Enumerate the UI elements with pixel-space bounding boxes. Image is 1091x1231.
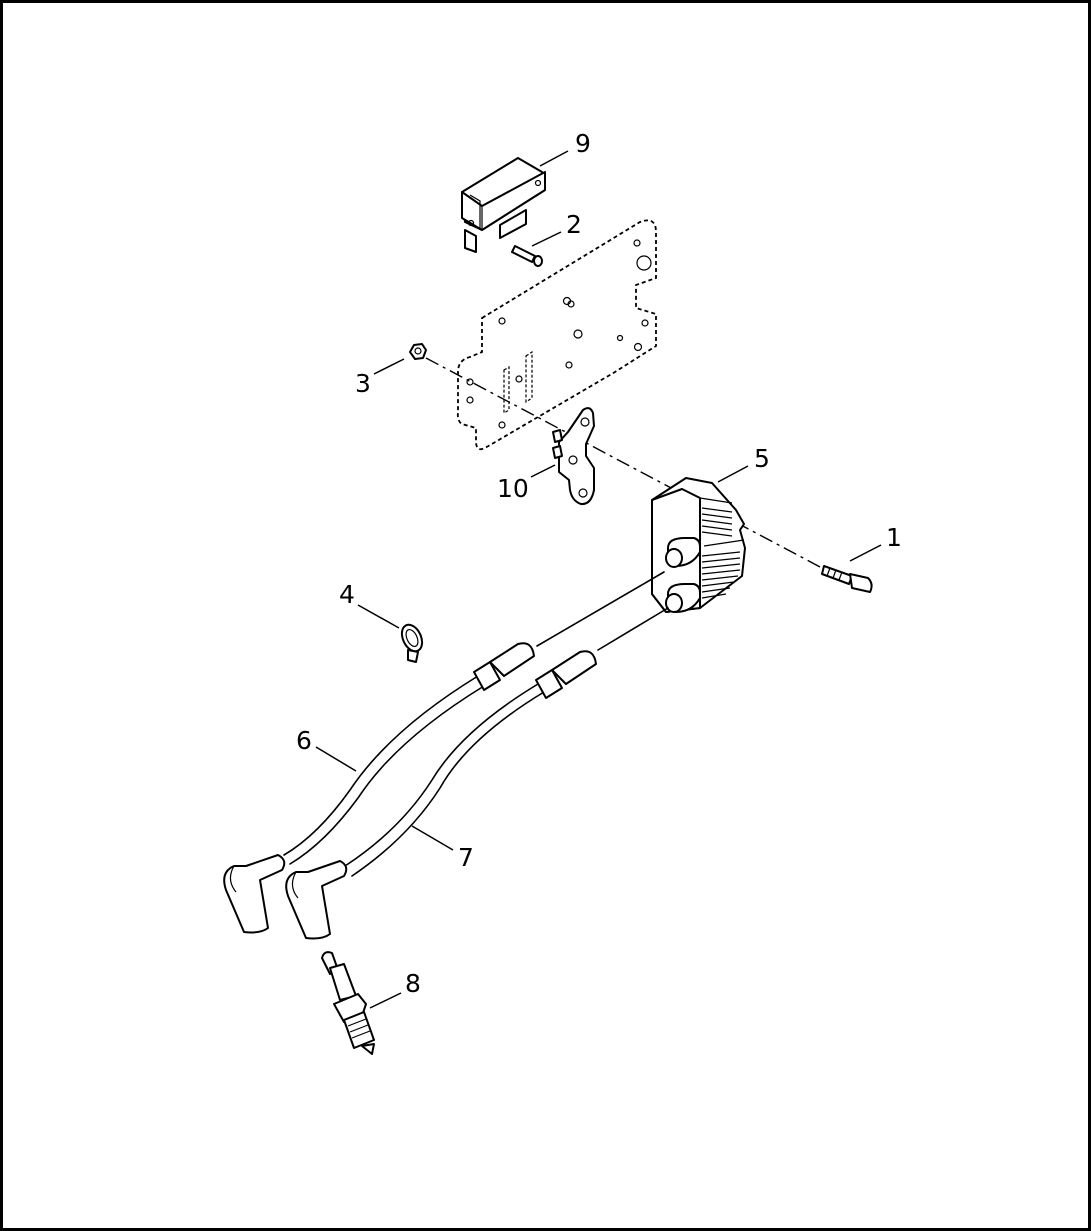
ignition-coil	[651, 477, 746, 613]
leader-6	[315, 746, 357, 772]
callout-labels: 1 2 3 4 5 6 7 8 9 10	[296, 129, 902, 998]
spark-plug-wire-front	[223, 571, 665, 934]
coil-bolt	[821, 565, 873, 593]
exploded-parts-diagram: 1 2 3 4 5 6 7 8 9 10	[223, 129, 902, 1055]
callout-2: 2	[566, 210, 582, 239]
callout-6: 6	[296, 726, 312, 755]
wire-clip	[400, 623, 424, 663]
spark-plug-wire-rear	[285, 607, 669, 940]
leader-lines	[315, 150, 882, 1009]
spark-plug	[321, 951, 375, 1055]
ignition-module	[461, 157, 546, 253]
assembly-axis-line	[425, 357, 823, 569]
leader-5	[717, 465, 749, 483]
leader-2	[531, 231, 562, 247]
screw-module	[511, 245, 543, 267]
callout-3: 3	[355, 369, 371, 398]
leader-7	[411, 825, 454, 851]
bracket	[552, 407, 595, 506]
leader-3	[373, 358, 405, 375]
nut	[409, 343, 427, 360]
callout-1: 1	[886, 523, 902, 552]
leader-9	[539, 150, 569, 167]
mounting-plate	[456, 219, 657, 451]
callout-10: 10	[497, 474, 529, 503]
leader-10	[530, 464, 556, 478]
leader-1	[849, 544, 882, 562]
leader-8	[369, 992, 402, 1009]
leader-4	[357, 604, 400, 629]
callout-7: 7	[458, 843, 474, 872]
callout-4: 4	[339, 580, 355, 609]
callout-5: 5	[754, 444, 770, 473]
callout-9: 9	[575, 129, 591, 158]
callout-8: 8	[405, 969, 421, 998]
